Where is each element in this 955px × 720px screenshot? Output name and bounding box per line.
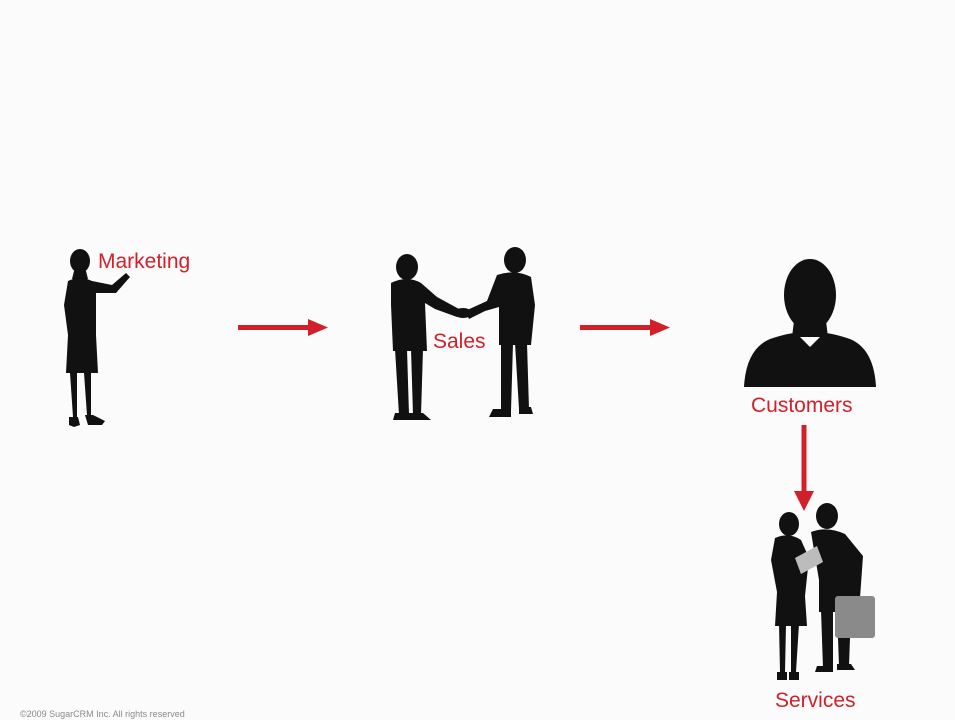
marketing-woman-silhouette-icon	[64, 249, 130, 427]
arrow-right-icon	[580, 319, 670, 336]
sales-handshake-silhouette-icon	[391, 247, 535, 420]
sales-label: Sales	[433, 330, 486, 353]
arrow-right-icon	[238, 319, 328, 336]
arrow-down-icon	[794, 425, 814, 511]
customer-avatar-silhouette-icon	[744, 259, 876, 387]
services-team-silhouette-icon	[771, 503, 875, 680]
services-label: Services	[775, 689, 856, 712]
copyright-text: ©2009 SugarCRM Inc. All rights reserved	[20, 709, 185, 719]
marketing-label: Marketing	[98, 250, 191, 273]
customers-label: Customers	[751, 394, 853, 417]
